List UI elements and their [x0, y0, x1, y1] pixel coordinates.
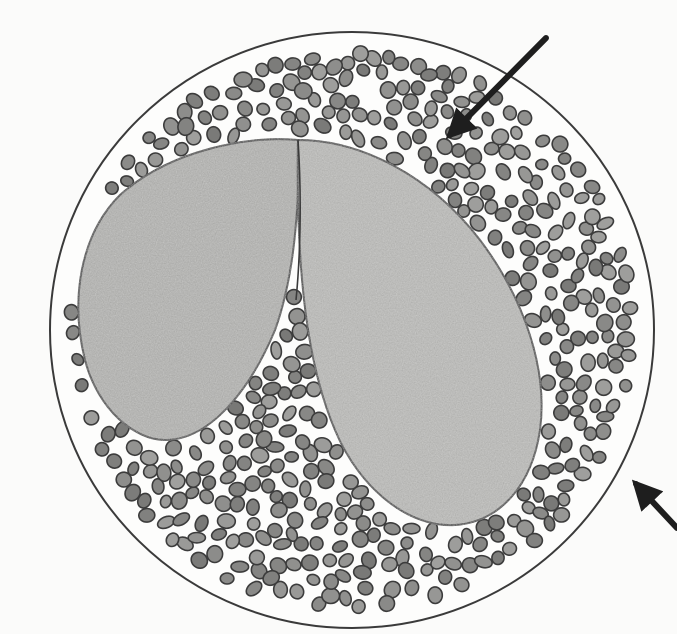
- granule: [261, 479, 274, 493]
- granule: [292, 322, 309, 340]
- granule: [322, 106, 335, 119]
- granule: [299, 481, 311, 498]
- granule: [428, 587, 443, 604]
- granule: [553, 507, 570, 522]
- granule: [403, 523, 420, 534]
- granule: [207, 545, 223, 563]
- granule: [589, 259, 603, 276]
- granule: [558, 152, 572, 165]
- granule: [584, 208, 600, 225]
- granule: [234, 72, 253, 87]
- granule: [238, 532, 254, 547]
- granule: [229, 482, 246, 496]
- granule: [345, 95, 359, 109]
- granule: [597, 353, 608, 368]
- granule: [322, 588, 340, 603]
- granule: [380, 81, 397, 99]
- granule: [288, 308, 305, 325]
- granule: [301, 555, 318, 572]
- granule: [491, 551, 505, 565]
- granule: [593, 451, 607, 463]
- granule: [324, 574, 338, 589]
- granule: [574, 416, 588, 431]
- granule: [560, 378, 576, 391]
- granule: [148, 153, 163, 167]
- granule: [237, 456, 252, 471]
- granule: [284, 57, 301, 71]
- granule: [138, 508, 155, 523]
- granule: [285, 451, 299, 462]
- granule: [212, 105, 228, 120]
- granule: [304, 497, 317, 511]
- granule: [581, 354, 595, 371]
- granule: [560, 340, 573, 354]
- granule: [533, 487, 544, 503]
- granule: [526, 533, 542, 547]
- granule: [541, 424, 555, 439]
- granule: [378, 540, 394, 555]
- granule: [226, 87, 242, 100]
- granule: [591, 231, 606, 243]
- granule: [595, 379, 612, 396]
- granule: [246, 499, 260, 516]
- granule: [231, 561, 249, 572]
- granule: [382, 50, 395, 65]
- granule: [540, 306, 551, 322]
- granule: [220, 573, 234, 584]
- granule: [339, 125, 352, 140]
- granule: [300, 364, 315, 378]
- arrow-bottom-right: [636, 484, 677, 528]
- granule: [188, 533, 205, 543]
- granule: [535, 159, 548, 170]
- granule: [217, 513, 236, 529]
- granule: [584, 427, 597, 441]
- granule: [418, 147, 431, 161]
- granule: [376, 65, 387, 79]
